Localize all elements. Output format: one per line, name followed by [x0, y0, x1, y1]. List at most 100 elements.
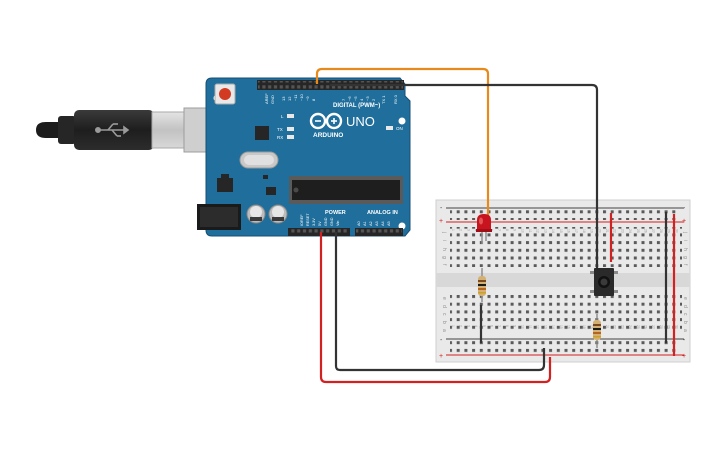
svg-text:A3: A3: [375, 221, 379, 226]
column-number: 11: [528, 229, 532, 233]
column-number: 27: [651, 325, 655, 329]
pin-label: 12: [287, 96, 292, 101]
center-channel: [436, 273, 690, 287]
pin-label: ~9: [305, 96, 310, 101]
svg-text:d: d: [441, 305, 447, 308]
column-number: 3: [466, 325, 470, 327]
column-number: 24: [628, 229, 632, 233]
column-number: 14: [551, 325, 555, 329]
pin-label: AREF: [264, 93, 269, 104]
pin-label: ~11: [293, 94, 298, 101]
svg-text:A4: A4: [381, 221, 385, 226]
digital-label: DIGITAL (PWM~): [333, 103, 380, 109]
led[interactable]: [476, 214, 492, 244]
smd-component: [263, 175, 268, 179]
svg-text:i: i: [682, 240, 688, 241]
reset-button[interactable]: [214, 83, 236, 105]
column-number: 26: [644, 229, 648, 233]
column-number: 29: [667, 325, 671, 329]
column-number: 2: [459, 325, 463, 327]
rail-plus-label: +: [439, 218, 443, 225]
atmega-chip: [289, 176, 403, 204]
rail-minus-label: -: [683, 337, 686, 344]
column-number: 30: [674, 325, 678, 329]
svg-text:b: b: [441, 321, 447, 324]
led-label: RX: [277, 135, 283, 140]
breadboard[interactable]: - + - + - + - + j i h g f e d c b a j i …: [435, 199, 691, 363]
column-number: 1: [451, 229, 455, 231]
column-number: 9: [513, 229, 517, 231]
svg-text:a: a: [441, 329, 447, 332]
column-number: 7: [497, 229, 501, 231]
column-number: 13: [543, 325, 547, 329]
column-number: 21: [605, 325, 609, 329]
column-number: 1: [451, 325, 455, 327]
voltage-regulator: [217, 178, 233, 192]
rail-minus-label: -: [683, 205, 686, 212]
column-number: 28: [659, 229, 663, 233]
arduino-uno-board[interactable]: AREF GND 13 12 ~11 ~10 ~9 8 7 ~6 ~5 4 ~3…: [197, 77, 411, 237]
status-leds: L TX RX ON: [277, 114, 403, 140]
column-number: 27: [651, 229, 655, 233]
arduino-logo-icon: [309, 112, 343, 130]
wire-red[interactable]: [319, 232, 552, 384]
wire-black[interactable]: [330, 83, 599, 276]
pin-label: 13: [281, 96, 286, 101]
column-number: 22: [613, 325, 617, 329]
wire-black[interactable]: [334, 232, 546, 372]
svg-text:GND: GND: [330, 217, 334, 226]
column-number: 20: [597, 229, 601, 233]
pushbutton[interactable]: [590, 268, 618, 296]
svg-text:b: b: [682, 321, 688, 324]
column-number: 23: [620, 229, 624, 233]
column-number: 26: [644, 325, 648, 329]
rail-plus-label: +: [682, 218, 686, 225]
column-number: 24: [628, 325, 632, 329]
analog-pin-labels: A0 A1 A2 A3 A4 A5: [357, 221, 391, 226]
column-number: 4: [474, 325, 478, 327]
column-number: 10: [520, 229, 524, 233]
pin-label: TX 1: [381, 95, 386, 104]
bottom-power-rail[interactable]: [450, 341, 678, 353]
pin-label: ~3: [365, 96, 370, 101]
rail-minus-label: -: [440, 337, 443, 344]
rail-plus-label: +: [682, 353, 686, 360]
svg-text:IOREF: IOREF: [300, 214, 304, 226]
mounting-hole: [398, 117, 406, 125]
pin-label: ~10: [299, 93, 304, 101]
svg-text:e: e: [682, 297, 688, 300]
column-number: 18: [582, 325, 586, 329]
svg-text:e: e: [441, 297, 447, 300]
wire-orange[interactable]: [315, 67, 490, 232]
resistor-button[interactable]: [593, 314, 601, 348]
usb-icon: [95, 123, 130, 137]
svg-text:g: g: [441, 256, 447, 259]
column-number: 12: [536, 325, 540, 329]
resistor-led[interactable]: [478, 268, 486, 302]
column-number: 25: [636, 229, 640, 233]
column-number: 13: [543, 229, 547, 233]
power-barrel-jack[interactable]: [197, 204, 241, 230]
svg-text:Vin: Vin: [336, 221, 340, 226]
svg-text:a: a: [682, 329, 688, 332]
column-number: 3: [466, 229, 470, 231]
column-number: 6: [490, 325, 494, 327]
terminal-strip-lower[interactable]: [450, 292, 682, 332]
pin-label: 4: [359, 98, 364, 101]
pin-label: ~6: [347, 96, 352, 101]
top-power-rail[interactable]: [450, 210, 678, 220]
pin-label: 8: [311, 98, 316, 101]
pin-label: 2: [371, 98, 376, 101]
column-number: 15: [559, 229, 563, 233]
mounting-hole: [398, 222, 406, 230]
column-number: 19: [590, 229, 594, 233]
smd-component: [266, 187, 276, 195]
terminal-strip-upper[interactable]: [450, 227, 682, 267]
pin-label: GND: [270, 95, 275, 104]
svg-text:j: j: [682, 231, 688, 233]
column-number: 23: [620, 325, 624, 329]
svg-text:A5: A5: [387, 221, 391, 226]
svg-text:A2: A2: [369, 221, 373, 226]
column-number: 22: [613, 229, 617, 233]
